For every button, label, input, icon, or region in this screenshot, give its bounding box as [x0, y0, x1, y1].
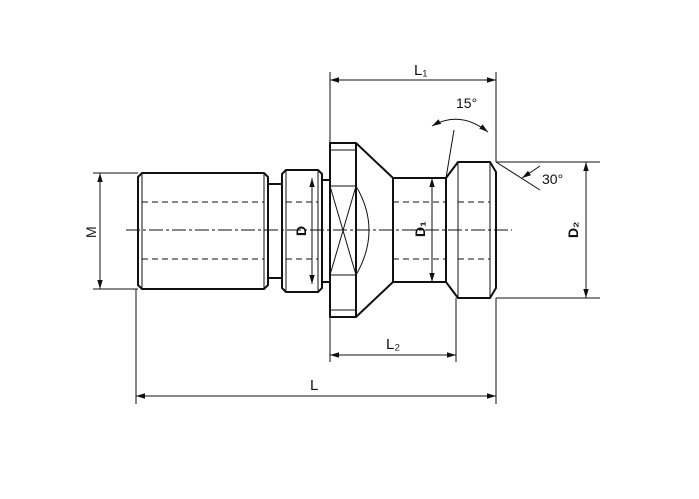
collar — [281, 169, 323, 293]
angle-arc-15 — [431, 118, 489, 133]
angle-leader-30 — [521, 165, 541, 179]
label-D: D — [293, 226, 309, 236]
threaded-shank — [137, 172, 269, 290]
label-L: L — [310, 377, 318, 394]
label-L1: L₁ — [414, 62, 427, 79]
label-angle-30: 30° — [542, 171, 563, 187]
head — [445, 161, 497, 299]
label-M: M — [83, 226, 99, 238]
dimension-lines — [97, 77, 589, 399]
flat-indicator — [329, 185, 357, 276]
label-angle-15: 15° — [456, 95, 477, 111]
extension-lines — [93, 72, 600, 404]
label-L2: L₂ — [386, 336, 400, 353]
cone — [355, 142, 394, 318]
label-D2: D₂ — [565, 222, 581, 238]
label-D1: D₁ — [412, 221, 428, 237]
thread-undercut — [267, 183, 283, 279]
neck — [393, 177, 447, 283]
